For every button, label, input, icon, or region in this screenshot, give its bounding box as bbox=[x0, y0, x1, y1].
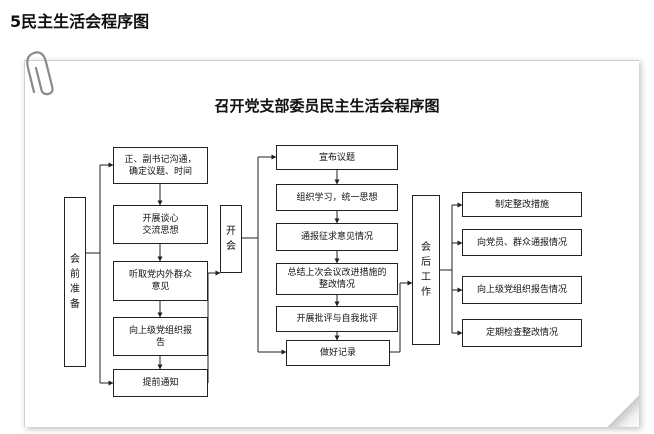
meeting-step-box: 开展批评与自我批评 bbox=[276, 306, 398, 332]
meeting-step-label: 总结上次会议改进措施的 整改情况 bbox=[287, 268, 387, 290]
page-heading: 5民主生活会程序图 bbox=[10, 12, 150, 31]
pre-step-label: 听取党内外群众 意见 bbox=[128, 270, 192, 292]
post-step-box: 向上级党组织报告情况 bbox=[462, 276, 582, 304]
pre-step-box: 提前通知 bbox=[113, 369, 208, 397]
meeting-step-box: 总结上次会议改进措施的 整改情况 bbox=[276, 263, 398, 295]
meeting-step-label: 通报征求意见情况 bbox=[300, 232, 373, 242]
meeting-step-box: 做好记录 bbox=[286, 340, 390, 366]
stage-pre-meeting-label: 会前准备 bbox=[70, 254, 80, 310]
pre-step-box: 正、副书记沟通， 确定议题、时间 bbox=[113, 147, 208, 184]
stage-pre-meeting: 会前准备 bbox=[64, 197, 86, 367]
meeting-step-box: 通报征求意见情况 bbox=[276, 223, 398, 251]
stage-post-meeting: 会后工作 bbox=[412, 195, 440, 345]
stage-post-meeting-label: 会后工作 bbox=[421, 242, 431, 298]
pre-step-box: 听取党内外群众 意见 bbox=[113, 261, 208, 301]
pre-step-box: 开展谈心 交流思想 bbox=[113, 205, 208, 244]
page-curl-decoration bbox=[606, 394, 639, 427]
stage-meeting-label: 开会 bbox=[226, 226, 236, 252]
post-step-label: 定期检查整改情况 bbox=[485, 328, 558, 338]
meeting-step-box: 宣布议题 bbox=[276, 145, 398, 170]
post-step-label: 向上级党组织报告情况 bbox=[476, 285, 567, 295]
meeting-step-label: 组织学习，统一思想 bbox=[296, 192, 378, 203]
meeting-step-box: 组织学习，统一思想 bbox=[276, 184, 398, 211]
pre-step-box: 向上级党组织报 告 bbox=[113, 317, 208, 356]
post-step-box: 向党员、群众通报情况 bbox=[462, 229, 582, 256]
post-step-label: 制定整改措施 bbox=[494, 199, 549, 210]
meeting-step-label: 宣布议题 bbox=[318, 152, 355, 163]
meeting-step-label: 做好记录 bbox=[319, 348, 356, 358]
pre-step-label: 正、副书记沟通， 确定议题、时间 bbox=[124, 154, 197, 177]
meeting-step-label: 开展批评与自我批评 bbox=[296, 314, 378, 324]
paperclip-icon bbox=[26, 51, 54, 96]
pre-step-label: 向上级党组织报 告 bbox=[128, 325, 192, 348]
diagram-title: 召开党支部委员民主生活会程序图 bbox=[214, 97, 440, 115]
pre-step-label: 提前通知 bbox=[142, 378, 179, 388]
post-step-box: 制定整改措施 bbox=[462, 192, 582, 217]
stage-meeting: 开会 bbox=[220, 205, 242, 273]
pre-step-label: 开展谈心 交流思想 bbox=[142, 213, 179, 236]
post-step-box: 定期检查整改情况 bbox=[462, 319, 582, 347]
post-step-label: 向党员、群众通报情况 bbox=[476, 237, 567, 248]
